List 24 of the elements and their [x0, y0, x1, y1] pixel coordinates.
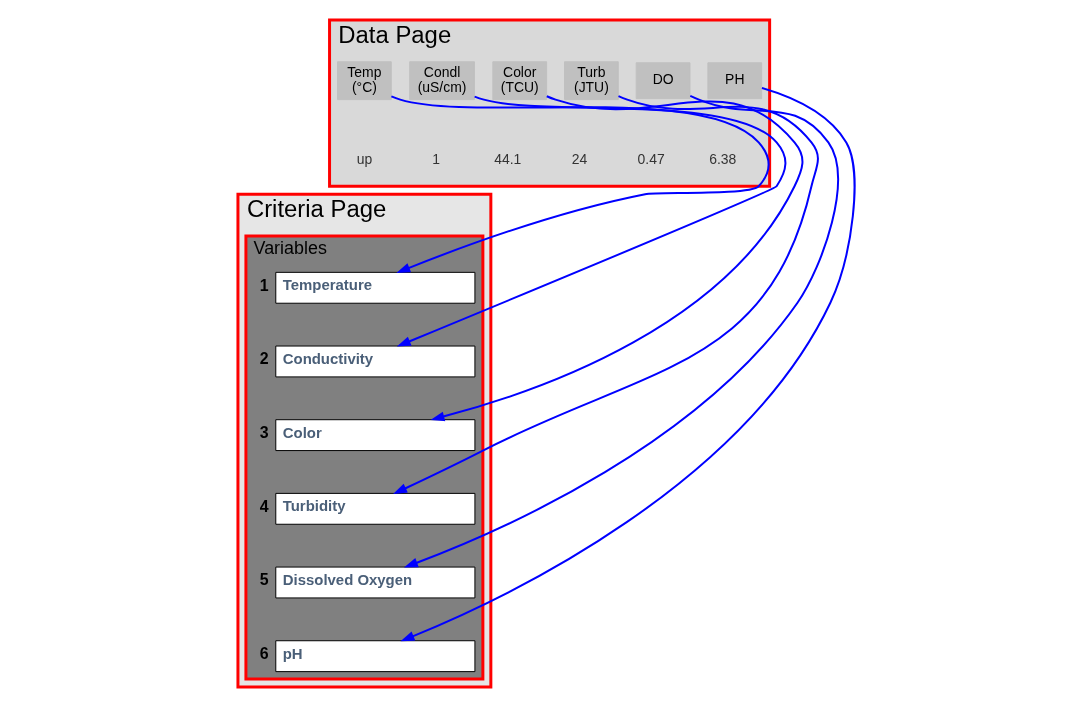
arrow — [392, 95, 819, 495]
label: 44.1 — [493, 151, 521, 168]
node-box: DO — [635, 62, 690, 100]
arrow — [403, 94, 839, 568]
node-label: 5 — [259, 571, 269, 589]
node-box: Temp (°C) — [336, 61, 392, 101]
node-box: PH — [706, 62, 762, 100]
node-label: 4 — [259, 497, 269, 515]
arrow — [389, 95, 769, 273]
arrow — [430, 95, 803, 422]
node-box: Color (TCU) — [491, 61, 547, 101]
label: up — [356, 151, 372, 168]
node-label: 3 — [259, 423, 269, 441]
node-label: 6 — [259, 644, 269, 662]
arrow — [396, 95, 786, 347]
node-box: Turb (JTU) — [563, 61, 619, 101]
node-label: 1 — [259, 276, 269, 294]
label: 1 — [431, 151, 440, 168]
label: 0.47 — [637, 151, 665, 168]
arrow — [400, 86, 856, 642]
node-box: Condl (uS/cm) — [408, 61, 475, 101]
label: 6.38 — [708, 151, 736, 168]
node-label: 2 — [259, 350, 269, 368]
label: 24 — [571, 151, 587, 168]
